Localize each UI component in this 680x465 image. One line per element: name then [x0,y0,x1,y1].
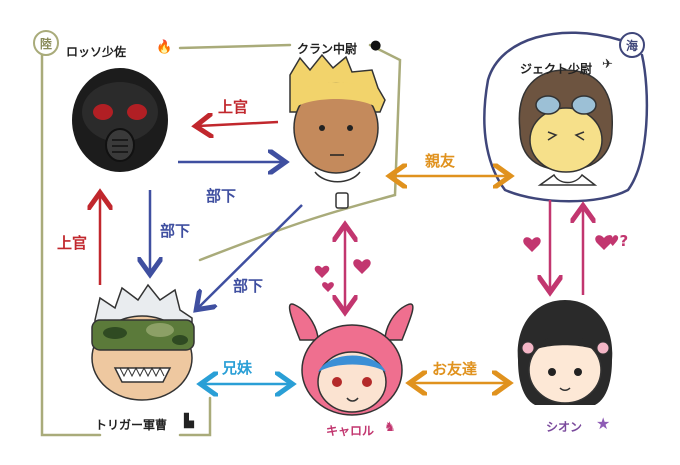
army-badge-circle [33,30,59,56]
label-clan-to-trigger: 部下 [233,277,264,295]
label-clan-jacto: 親友 [425,152,456,170]
navy-badge: 海 [626,39,639,53]
plane-icon: ✈ [602,57,613,72]
rossi-name: ロッソ少佐 [66,45,127,59]
rossi-portrait [72,68,168,172]
clan-portrait [289,53,386,209]
star-icon: ★ [596,414,611,433]
heart-jacto-to-shion [523,237,541,252]
jacto-portrait [518,69,613,186]
fire-icon: 🔥 [156,40,173,55]
trigger-portrait [91,283,195,401]
label-trigger-carol: 兄妹 [222,359,253,377]
gun-icon: ▙ [184,414,194,429]
heart-shion-to-jacto-mark [595,235,613,250]
arrow-clan-to-trigger [198,204,303,308]
carol-name: キャロル [326,424,375,438]
label-carol-shion: お友達 [432,360,478,378]
carol-portrait [288,303,414,416]
arrow-clan-to-rossi [198,122,279,126]
hearts-clan-carol [314,259,371,292]
label-clan-to-rossi: 上官 [218,98,249,116]
label-trigger-to-rossi: 上官 [57,234,88,252]
label-rossi-to-trigger: 部下 [160,222,191,240]
bunny-icon: ♞ [384,420,396,435]
trigger-name: トリガー軍曹 [95,418,168,432]
bomb-icon: ● [370,38,382,53]
label-shion-to-jacto: ♥? [606,232,629,250]
shion-name: シオン [546,420,583,434]
army-badge: 陸 [40,37,53,51]
clan-name: クラン中尉 [297,42,358,56]
navy-badge-circle [619,32,645,58]
navy-group-outline [483,31,649,203]
jacto-name: ジェクト少尉 [520,62,593,76]
shion-portrait [517,300,613,405]
label-rossi-to-clan: 部下 [206,187,237,205]
army-group-outline [40,43,402,437]
